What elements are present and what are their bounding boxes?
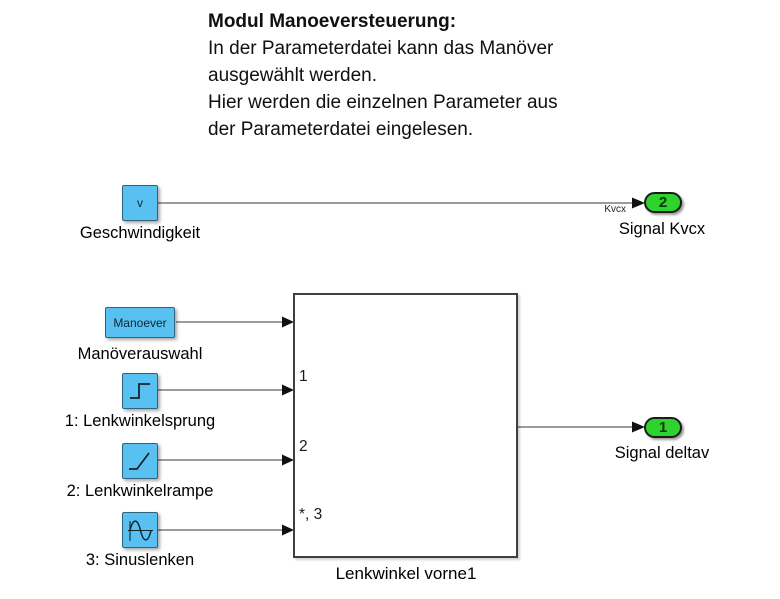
annotation-line: In der Parameterdatei kann das Manöver: [208, 38, 554, 59]
sine-icon: [127, 519, 153, 541]
annotation-line: Hier werden die einzelnen Parameter aus: [208, 92, 558, 113]
outport-label-signal-kvcx: Signal Kvcx: [618, 220, 706, 238]
block-geschwindigkeit-text: v: [137, 196, 143, 210]
block-lenkwinkelsprung[interactable]: [122, 373, 158, 409]
outport-label-signal-deltav: Signal deltav: [614, 444, 710, 462]
step-icon: [129, 382, 150, 399]
block-label-manoeverauswahl: Manöverauswahl: [77, 345, 203, 363]
annotation-line: der Parameterdatei eingelesen.: [208, 119, 474, 140]
switch-port-label-2: 2: [299, 438, 308, 455]
signal-line-manoever-control[interactable]: [176, 316, 294, 328]
block-label-lenkwinkelrampe: 2: Lenkwinkelrampe: [66, 482, 214, 500]
annotation-title: Modul Manoeversteuerung:: [208, 11, 457, 32]
block-label-sinuslenken: 3: Sinuslenken: [85, 551, 195, 569]
signal-line-ramp-input2[interactable]: [158, 454, 294, 466]
switch-port-label-1: 1: [299, 368, 308, 385]
block-manoever[interactable]: Manoever: [105, 307, 175, 338]
outport-deltav-number: 1: [658, 419, 668, 436]
annotation-block: Modul Manoeversteuerung: In der Paramete…: [208, 8, 638, 143]
block-label-geschwindigkeit: Geschwindigkeit: [79, 224, 201, 242]
block-manoever-text: Manoever: [113, 315, 167, 330]
signal-line-sine-input3[interactable]: [158, 524, 294, 536]
block-lenkwinkelrampe[interactable]: [122, 443, 158, 479]
signal-line-geschwindigkeit-kvcx[interactable]: [158, 197, 645, 209]
block-sinuslenken[interactable]: [122, 512, 158, 548]
switch-port-label-3: *, 3: [299, 506, 323, 523]
annotation-line: ausgewählt werden.: [208, 65, 377, 86]
block-lenkwinkel-vorne1[interactable]: [293, 293, 518, 558]
block-label-lenkwinkelsprung: 1: Lenkwinkelsprung: [64, 412, 216, 430]
signal-name-kvcx: Kvcx: [604, 204, 626, 215]
signal-line-step-input1[interactable]: [158, 384, 294, 396]
ramp-icon: [128, 451, 150, 470]
outport-kvcx-number: 2: [658, 194, 668, 211]
outport-signal-kvcx[interactable]: 2: [644, 192, 682, 213]
outport-signal-deltav[interactable]: 1: [644, 417, 682, 438]
block-label-lenkwinkel-vorne1: Lenkwinkel vorne1: [335, 564, 477, 583]
signal-line-switch-deltav[interactable]: [518, 421, 645, 433]
block-geschwindigkeit[interactable]: v: [122, 185, 158, 221]
